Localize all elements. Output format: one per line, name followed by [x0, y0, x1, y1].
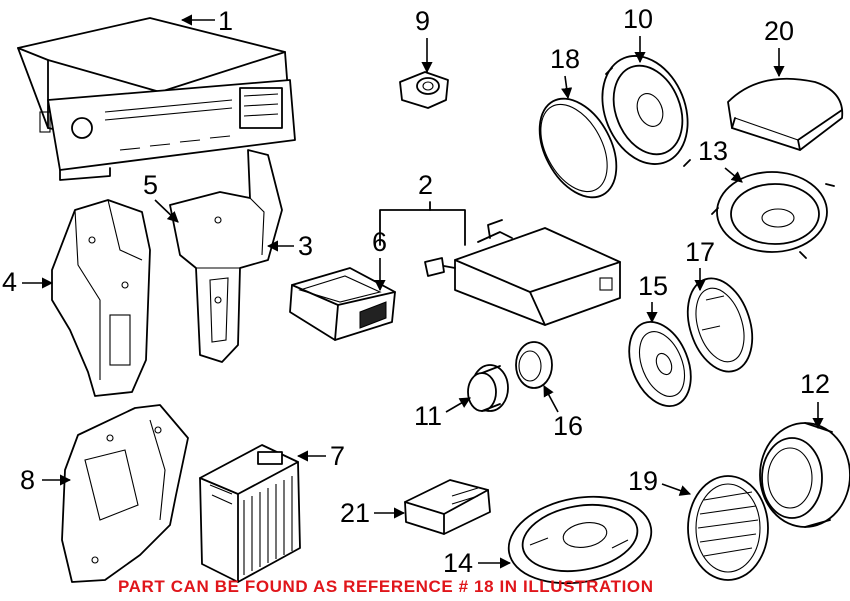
part-17-ring[interactable]	[677, 270, 764, 380]
part-1-radio-unit[interactable]	[17, 17, 296, 181]
callout-9-label: 9	[415, 6, 430, 36]
callout-16-label: 16	[553, 411, 583, 441]
part-10-speaker[interactable]	[587, 43, 703, 177]
callout-7-label: 7	[330, 441, 345, 471]
callout-2-label: 2	[418, 170, 433, 200]
part-2-bracket	[379, 201, 466, 246]
part-19-grille[interactable]	[687, 475, 769, 581]
callout-15-label: 15	[638, 271, 668, 301]
part-7-module[interactable]	[199, 444, 301, 583]
callout-14-label: 14	[443, 548, 473, 578]
callout-16: 16	[543, 385, 583, 441]
callout-21-label: 21	[340, 498, 370, 528]
callout-5-label: 5	[143, 170, 158, 200]
callout-15: 15	[638, 271, 668, 324]
callout-14: 14	[443, 548, 512, 578]
callout-17-label: 17	[685, 237, 715, 267]
callout-20-label: 20	[764, 16, 794, 46]
callout-11: 11	[414, 397, 471, 431]
callout-8: 8	[20, 465, 72, 495]
part-8-bracket[interactable]	[61, 404, 189, 583]
part-9-connector[interactable]	[399, 71, 449, 109]
part-11-tweeter[interactable]	[467, 364, 509, 412]
callout-1-label: 1	[218, 6, 233, 36]
callout-17: 17	[685, 237, 715, 292]
part-14-speaker[interactable]	[502, 486, 658, 594]
callout-12-label: 12	[800, 369, 830, 399]
callout-18-label: 18	[550, 44, 580, 74]
part-12-speaker-housing[interactable]	[759, 422, 850, 528]
callout-10: 10	[623, 4, 653, 64]
part-18-grille-cover[interactable]	[524, 86, 632, 211]
reference-notice: PART CAN BE FOUND AS REFERENCE # 18 IN I…	[118, 577, 654, 596]
callout-4: 4	[2, 267, 54, 297]
callout-2: 2	[418, 170, 433, 200]
callout-3: 3	[266, 231, 313, 261]
callout-18: 18	[550, 44, 580, 100]
part-13-speaker[interactable]	[711, 171, 835, 259]
part-6-amplifier[interactable]	[289, 267, 396, 341]
callout-12: 12	[800, 369, 830, 430]
callout-4-label: 4	[2, 267, 17, 297]
part-4-bracket[interactable]	[51, 199, 151, 397]
callout-9: 9	[415, 6, 433, 74]
callout-21: 21	[340, 498, 406, 528]
part-20-cover[interactable]	[727, 77, 844, 151]
callout-19: 19	[628, 466, 692, 496]
part-16-ring[interactable]	[515, 341, 553, 389]
callout-11-label: 11	[414, 401, 442, 431]
callout-3-label: 3	[298, 231, 313, 261]
callout-8-label: 8	[20, 465, 35, 495]
part-3-bracket[interactable]	[169, 149, 283, 363]
part-2-module[interactable]	[424, 219, 621, 326]
callout-7: 7	[296, 441, 345, 471]
callout-13-label: 13	[698, 136, 728, 166]
callout-6: 6	[372, 227, 387, 292]
callout-19-label: 19	[628, 466, 658, 496]
callout-20: 20	[764, 16, 794, 78]
callout-10-label: 10	[623, 4, 653, 34]
callout-1: 1	[180, 6, 233, 36]
callout-13: 13	[698, 136, 743, 183]
part-21-remote[interactable]	[404, 479, 491, 535]
part-15-speaker[interactable]	[618, 313, 703, 416]
callout-5: 5	[143, 170, 179, 223]
callout-6-label: 6	[372, 227, 387, 257]
